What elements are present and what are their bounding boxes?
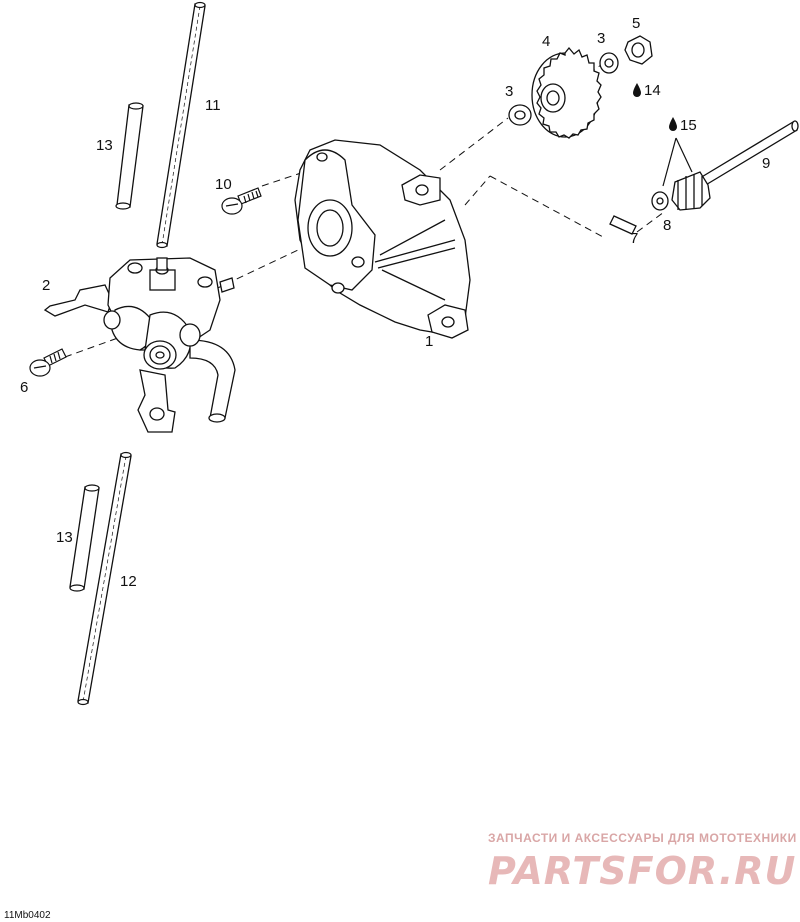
label-part-1: 1: [425, 333, 433, 350]
watermark-brand: PARTSFOR.RU: [488, 849, 796, 893]
label-part-13-upper: 13: [96, 137, 113, 154]
label-part-4: 4: [542, 33, 550, 50]
part-labels: 1 2 3 3 4 5 6 7 8 9 10 11 12 13 13 14 15: [20, 15, 770, 590]
label-part-6: 6: [20, 379, 28, 396]
label-part-13-lower: 13: [56, 529, 73, 546]
label-part-11: 11: [205, 97, 221, 114]
washer-3-right: [599, 52, 619, 74]
screw-10: [221, 187, 262, 215]
tube-11: [156, 1, 206, 249]
label-part-9: 9: [762, 155, 770, 172]
label-part-7: 7: [630, 230, 638, 247]
drawing-code: 11Mb0402: [4, 910, 51, 921]
washer-3-left: [508, 104, 532, 126]
pin-7: [609, 215, 637, 235]
tube-13-lower: [69, 484, 100, 592]
oil-drop-icon: [669, 117, 677, 131]
label-part-10: 10: [215, 176, 232, 193]
watermark-tagline: ЗАПЧАСТИ И АКСЕССУАРЫ ДЛЯ МОТОТЕХНИКИ: [488, 831, 797, 845]
label-part-2: 2: [42, 277, 50, 294]
tube-13-upper: [115, 102, 144, 210]
label-part-12: 12: [120, 573, 137, 590]
callout-arrows-15: [662, 137, 693, 187]
shaft-9: [671, 120, 799, 211]
label-part-15: 15: [680, 117, 697, 134]
label-part-14: 14: [644, 82, 661, 99]
gear-4: [531, 46, 602, 139]
label-part-8: 8: [663, 217, 671, 234]
oil-drop-icon: [633, 83, 641, 97]
label-part-3-right: 3: [597, 30, 605, 47]
screw-6: [29, 348, 67, 377]
nut-5: [624, 35, 653, 65]
oil-pump-assembly: [43, 257, 236, 433]
tube-12: [77, 451, 132, 706]
label-part-5: 5: [632, 15, 640, 32]
label-part-3-left: 3: [505, 83, 513, 100]
pump-cover: [294, 139, 471, 339]
washer-8: [651, 191, 669, 211]
watermark: ЗАПЧАСТИ И АКСЕССУАРЫ ДЛЯ МОТОТЕХНИКИ PA…: [488, 831, 797, 893]
